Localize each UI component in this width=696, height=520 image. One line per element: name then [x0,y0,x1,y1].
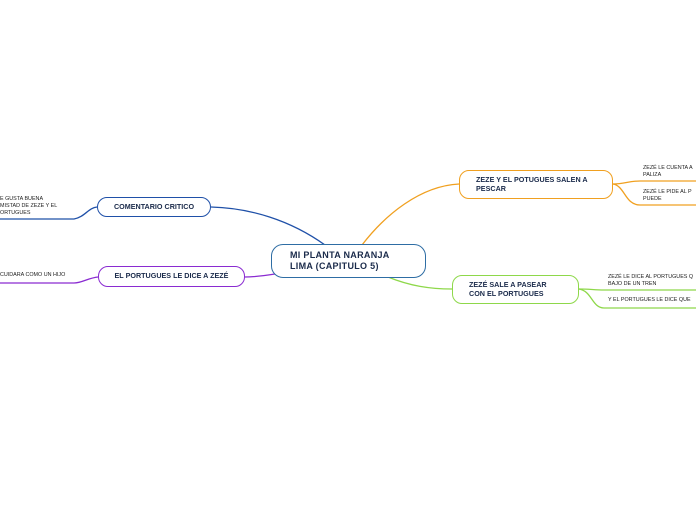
subtopic-line: MISTAD DE ZEZE Y EL [0,203,58,210]
subtopic-line: PALIZA [643,172,662,179]
link-portugues-sub [0,276,99,284]
link-central-portugues [244,273,276,278]
link-pasear-sub2 [578,288,696,309]
central-topic-line2: LIMA (CAPITULO 5) [290,261,379,271]
subtopic-line: ZEZÉ LE DICE AL PORTUGUES Q [608,274,694,280]
central-topic-line1: MI PLANTA NARANJA [290,250,390,261]
topic-comentario-label: COMENTARIO CRITICO [113,201,195,211]
subtopic-pasear-tren[interactable]: ZEZÉ LE DICE AL PORTUGUES Q BAJO DE UN T… [608,274,693,288]
topic-sale-a-pasear[interactable]: ZEZÉ SALE A PASEAR CON EL PORTUGUES [452,275,579,304]
subtopic-line: Y EL PORTUGUES LE DICE QUE [608,297,691,303]
link-central-pasear [387,276,453,290]
subtopic-portugues-hijo[interactable]: CUIDARA COMO UN HIJO [0,272,65,279]
link-central-pescar [361,183,460,246]
topic-comentario-critico[interactable]: COMENTARIO CRITICO [97,197,211,217]
subtopic-line: PUEDE [643,196,662,203]
subtopic-line: ZEZÉ LE PIDE AL P [643,189,692,195]
topic-salen-a-pescar[interactable]: ZEZE Y EL POTUGUES SALEN A PESCAR [459,170,613,199]
topic-pescar-line2: PESCAR [476,183,506,193]
subtopic-line: ZEZÉ LE CUENTA A [643,165,693,171]
subtopic-line: ORTUGUES [0,210,31,217]
link-pescar-sub1 [612,180,696,185]
subtopic-pescar-cuenta[interactable]: ZEZÉ LE CUENTA A PALIZA [643,165,693,179]
topic-portugues-le-dice[interactable]: EL PORTUGUES LE DICE A ZEZÉ [98,266,245,287]
link-pasear-sub1 [578,288,696,291]
subtopic-pasear-dice[interactable]: Y EL PORTUGUES LE DICE QUE [608,297,691,304]
subtopic-line: E GUSTA BUENA [0,196,44,202]
link-pescar-sub2 [612,183,696,206]
subtopic-line: BAJO DE UN TREN [608,281,657,288]
link-comentario-sub [0,206,98,220]
subtopic-line: CUIDARA COMO UN HIJO [0,272,66,278]
topic-pescar-line1: ZEZE Y EL POTUGUES SALEN A [476,174,588,184]
subtopic-comentario-amistad[interactable]: E GUSTA BUENA MISTAD DE ZEZE Y EL ORTUGU… [0,196,57,217]
subtopic-pescar-pide[interactable]: ZEZÉ LE PIDE AL P PUEDE [643,189,692,203]
topic-pasear-line1: ZEZÉ SALE A PASEAR [469,279,547,289]
topic-portugues-label: EL PORTUGUES LE DICE A ZEZÉ [114,271,229,281]
topic-pasear-line2: CON EL PORTUGUES [469,288,544,298]
central-topic[interactable]: MI PLANTA NARANJA LIMA (CAPITULO 5) [271,244,426,278]
link-central-comentario [210,206,326,246]
